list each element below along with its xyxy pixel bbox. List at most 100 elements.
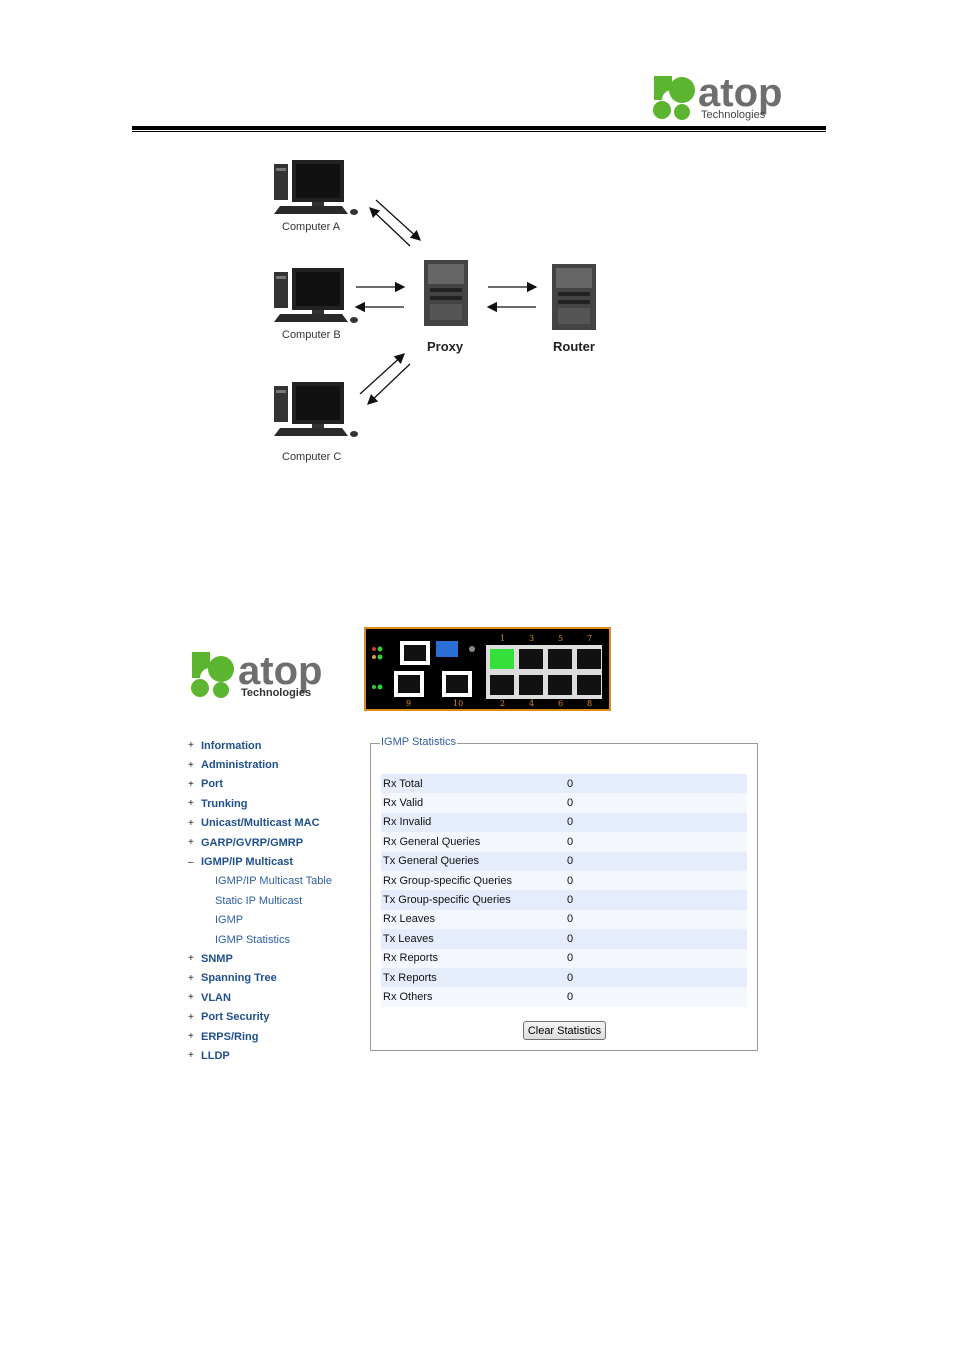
nav-menu: +Information +Administration +Port +Trun… [188,736,363,1066]
stat-value: 0 [567,952,574,965]
stat-label: Tx General Queries [383,855,479,868]
menu-lldp[interactable]: + LLDP [188,1046,363,1065]
computer-a-icon [274,160,358,215]
menu-label: ERPS/Ring [201,1030,259,1043]
proxy-label: Proxy [427,339,464,354]
expand-icon: + [188,740,194,752]
computer-a-label: Computer A [282,221,341,233]
menu-label: GARP/GVRP/GMRP [201,836,304,849]
expand-icon: + [188,817,194,829]
ui-logo-text: atop [238,649,322,693]
computer-b-icon [274,268,358,323]
port-10-label: 10 [453,699,463,708]
diagram-svg [274,160,596,437]
expand-icon: + [188,992,194,1004]
clear-statistics-button[interactable]: Clear Statistics [523,1021,606,1040]
stat-value: 0 [567,990,574,1003]
menu-label: IGMP/IP Multicast [201,856,294,869]
igmp-proxy-diagram: Computer A Computer B Computer C Proxy R… [260,150,620,470]
header-logo-text: atop [698,71,782,115]
header-logo-subtext: Technologies [701,109,766,121]
ui-logo: atop Technologies [190,648,355,700]
submenu-igmp-ip-multicast-table[interactable]: IGMP/IP Multicast Table [215,875,332,888]
menu-label: Trunking [201,797,248,810]
expand-icon: + [188,837,194,849]
port-5-label: 5 [558,634,563,643]
menu-igmp-ip-multicast[interactable]: –IGMP/IP Multicast [188,852,363,871]
stat-value: 0 [567,913,574,926]
expand-icon: + [188,1050,194,1062]
table-row: Rx Leaves 0 [381,909,747,930]
stat-label: Rx Total [383,777,423,790]
port-7-label: 7 [587,634,592,643]
expand-icon: + [188,953,194,965]
menu-label: Port [201,778,223,791]
stat-value: 0 [567,816,574,829]
table-row: Rx Reports 0 [381,948,747,968]
menu-information[interactable]: + Information [188,736,363,755]
stat-label: Tx Reports [383,971,437,984]
computer-c-label: Computer C [282,451,342,463]
device-panel-svg: 1 3 5 7 2 4 6 8 9 10 [372,634,602,708]
submenu-igmp[interactable]: IGMP [215,914,244,927]
port-9-label: 9 [406,699,411,708]
port-1-label: 1 [500,634,505,643]
expand-icon: + [188,1011,194,1023]
stat-label: Tx Group-specific Queries [383,894,511,907]
table-row: Rx Invalid 0 [381,812,747,833]
menu-label: Information [201,739,262,752]
menu-trunking[interactable]: + Trunking [188,794,363,813]
expand-icon: + [188,972,194,984]
menu-port[interactable]: + Port [188,775,363,794]
table-row: Tx Group-specific Queries 0 [381,890,747,910]
stat-label: Tx Leaves [383,932,434,945]
menu-spanning-tree[interactable]: +Spanning Tree [188,969,363,988]
table-row: Rx Others 0 [381,987,747,1007]
stat-label: Rx Others [383,990,433,1003]
menu-vlan[interactable]: + VLAN [188,988,363,1007]
stat-value: 0 [567,932,574,945]
stat-label: Rx Invalid [383,816,432,829]
expand-icon: + [188,1031,194,1043]
menu-label: VLAN [201,991,231,1004]
router-server-icon [552,264,596,330]
expand-icon: + [188,778,194,790]
table-row: Tx Leaves 0 [381,929,747,949]
menu-label: LLDP [201,1049,230,1062]
stat-value: 0 [567,874,574,887]
menu-snmp[interactable]: + SNMP [188,949,363,968]
menu-label: Port Security [201,1011,270,1024]
submenu-igmp-statistics[interactable]: IGMP Statistics [215,933,290,946]
ui-logo-subtext: Technologies [241,687,311,699]
table-row: Tx Reports 0 [381,967,747,988]
stat-label: Rx General Queries [383,835,481,848]
stat-value: 0 [567,894,574,907]
port-3-label: 3 [529,634,534,643]
port-6-label: 6 [558,699,563,708]
menu-label: SNMP [201,952,233,965]
menu-port-security[interactable]: + Port Security [188,1007,363,1026]
stat-value: 0 [567,797,574,810]
port-8-label: 8 [587,699,592,708]
proxy-server-icon [424,260,468,326]
menu-erps-ring[interactable]: + ERPS/Ring [188,1027,363,1046]
stat-label: Rx Reports [383,952,439,965]
menu-unicast-multicast-mac[interactable]: +Unicast/Multicast MAC [188,814,363,833]
igmp-statistics-title: IGMP Statistics [380,736,457,748]
port-2-label: 2 [500,699,505,708]
stat-value: 0 [567,971,574,984]
port-4-label: 4 [529,699,534,708]
expand-icon: + [188,798,194,810]
menu-label: Administration [201,759,279,772]
menu-administration[interactable]: +Administration [188,755,363,774]
header-rule [132,126,826,130]
collapse-icon: – [188,856,194,868]
menu-garp-gvrp-gmrp[interactable]: + GARP/GVRP/GMRP [188,833,363,852]
submenu-static-ip-multicast[interactable]: Static IP Multicast [215,894,303,907]
stat-value: 0 [567,835,574,848]
stat-label: Rx Leaves [383,913,435,926]
